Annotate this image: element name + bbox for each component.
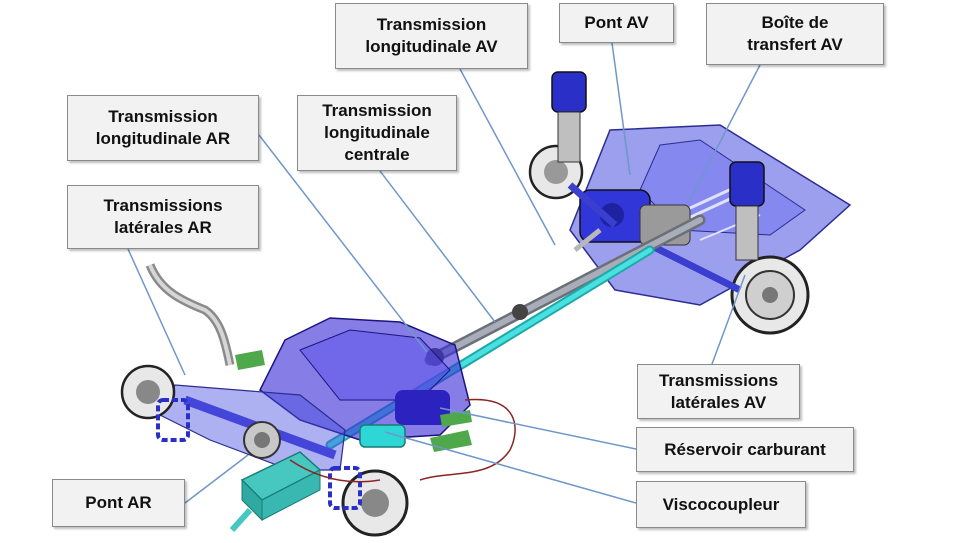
label-transmission-longitudinale-ar: Transmission longitudinale AR xyxy=(67,95,259,161)
fuel-tank xyxy=(259,317,471,441)
leader-par xyxy=(184,454,249,504)
green-brackets xyxy=(235,350,472,452)
front-shock-right xyxy=(729,161,765,261)
leader-visc xyxy=(384,431,637,504)
label-transmissions-laterales-ar: Transmissions latérales AR xyxy=(67,185,259,249)
rear-spring-left xyxy=(156,398,190,442)
leader-res xyxy=(439,407,637,450)
leader-tlatar xyxy=(127,248,186,376)
leader-tlav xyxy=(459,68,556,246)
label-transmissions-laterales-av: Transmissions latérales AV xyxy=(637,364,800,419)
leader-btav xyxy=(689,64,761,201)
label-transmission-longitudinale-av: Transmission longitudinale AV xyxy=(335,3,528,69)
muffler xyxy=(229,451,322,533)
filler-neck xyxy=(145,263,235,366)
label-viscocoupleur: Viscocoupleur xyxy=(636,481,806,528)
rear-differential xyxy=(243,421,281,459)
brake-lines xyxy=(289,398,516,483)
label-pont-ar: Pont AR xyxy=(52,479,185,527)
front-lateral-shafts xyxy=(567,182,742,294)
front-shock-left xyxy=(551,71,587,163)
label-transmission-longitudinale-centrale: Transmission longitudinale centrale xyxy=(297,95,457,171)
leader-tlar xyxy=(258,134,428,353)
rear-wheel-left xyxy=(120,364,176,420)
label-boite-transfert-av: Boîte de transfert AV xyxy=(706,3,884,65)
leader-tlatav xyxy=(711,274,746,365)
label-pont-av: Pont AV xyxy=(559,3,674,43)
rear-spring-right xyxy=(328,466,362,510)
leader-lines xyxy=(127,42,761,504)
label-reservoir-carburant: Réservoir carburant xyxy=(636,427,854,472)
viscocoupler xyxy=(359,424,406,448)
leader-pav xyxy=(611,42,631,176)
leader-tlc xyxy=(379,170,496,323)
front-wheel-right xyxy=(730,255,810,335)
